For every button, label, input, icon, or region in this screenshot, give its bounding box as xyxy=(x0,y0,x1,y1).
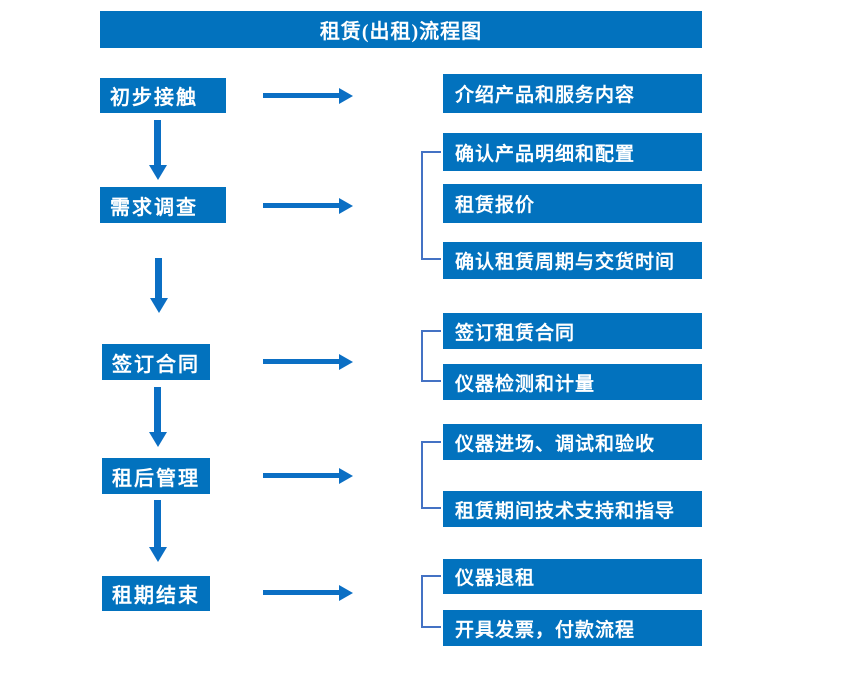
detail-box-instrument-entry-acceptance: 仪器进场、调试和验收 xyxy=(443,424,702,460)
right-arrow-icon-4 xyxy=(263,473,339,478)
detail-box-instrument-testing: 仪器检测和计量 xyxy=(443,364,702,400)
detail-box-rental-quote: 租赁报价 xyxy=(443,184,702,223)
bracket-icon-group-3 xyxy=(421,330,441,382)
step-box-post-rental-management: 租后管理 xyxy=(102,458,210,494)
flowchart-title: 租赁(出租)流程图 xyxy=(100,11,702,48)
right-arrow-icon-5 xyxy=(263,590,339,595)
down-arrow-icon-4 xyxy=(154,500,161,547)
detail-box-invoice-payment: 开具发票，付款流程 xyxy=(443,610,702,646)
down-arrow-icon-1 xyxy=(154,120,161,165)
bracket-icon-group-5 xyxy=(421,575,441,628)
right-arrow-icon-2 xyxy=(263,203,339,208)
bracket-icon-group-2 xyxy=(421,151,441,260)
step-box-rental-end: 租期结束 xyxy=(102,576,210,611)
down-arrow-icon-3 xyxy=(154,387,161,432)
detail-box-tech-support: 租赁期间技术支持和指导 xyxy=(443,491,702,527)
step-box-initial-contact: 初步接触 xyxy=(100,78,226,113)
right-arrow-icon-3 xyxy=(263,359,339,364)
detail-box-confirm-product-details: 确认产品明细和配置 xyxy=(443,133,702,171)
down-arrow-icon-2 xyxy=(155,258,162,298)
detail-box-confirm-cycle-delivery: 确认租赁周期与交货时间 xyxy=(443,242,702,279)
right-arrow-icon-1 xyxy=(263,93,339,98)
detail-box-intro-products: 介绍产品和服务内容 xyxy=(443,74,702,113)
step-box-sign-contract: 签订合同 xyxy=(102,344,210,380)
bracket-icon-group-4 xyxy=(421,441,441,509)
detail-box-instrument-return: 仪器退租 xyxy=(443,559,702,594)
detail-box-sign-rental-contract: 签订租赁合同 xyxy=(443,313,702,349)
step-box-demand-survey: 需求调查 xyxy=(100,187,226,223)
